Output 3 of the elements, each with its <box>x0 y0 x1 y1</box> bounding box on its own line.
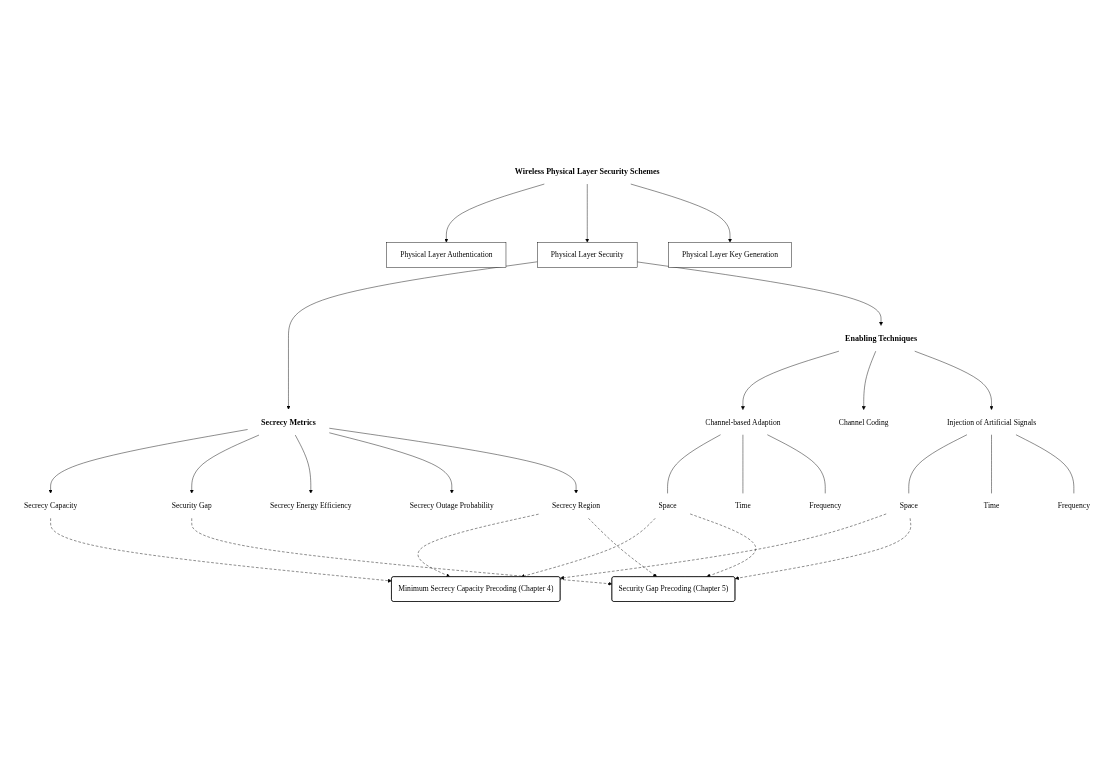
node-text: Wireless Physical Layer Security Schemes <box>514 166 660 176</box>
node-text: Secrecy Metrics <box>261 417 316 427</box>
node-text: Enabling Techniques <box>845 333 918 343</box>
